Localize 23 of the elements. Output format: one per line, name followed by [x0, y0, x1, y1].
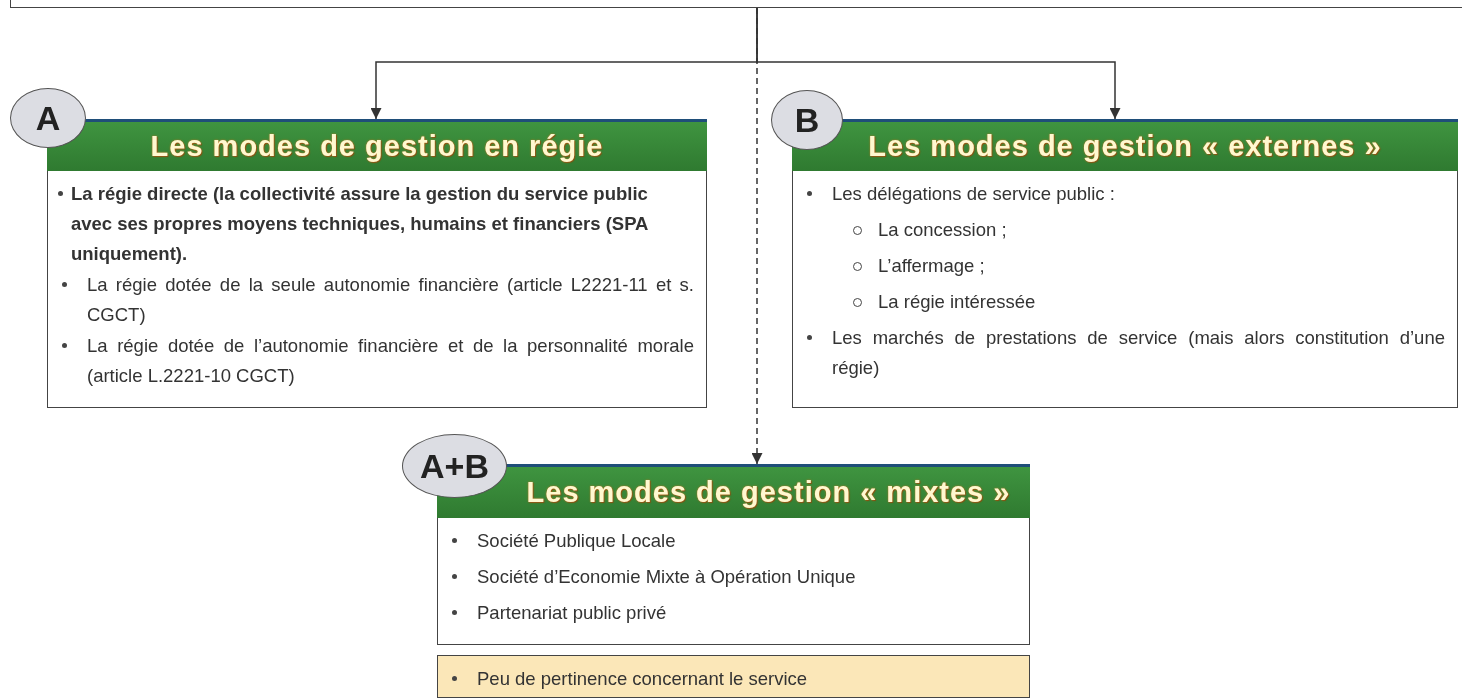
list-item-text: Société d’Economie Mixte à Opération Unique: [477, 565, 857, 589]
list-item-text: La concession ;: [878, 218, 1008, 242]
list-item-text: Les marchés de prestations de service (mais alors constitution d’une régie): [832, 326, 1445, 380]
badge-label: A: [35, 101, 61, 135]
note-box: [437, 655, 1030, 698]
content-box: [437, 517, 1030, 645]
list-item-text: Les délégations de service public :: [832, 182, 1116, 206]
content-box: [47, 170, 707, 408]
list-item-text: Partenariat public privé: [477, 601, 668, 625]
header-title: Les modes de gestion « mixtes »: [526, 476, 1011, 509]
header-title: Les modes de gestion en régie: [150, 130, 604, 163]
list-item-text: La régie intéressée: [878, 290, 1037, 314]
list-item-text: La régie directe (la collectivité assure la gestion du service public avec ses propres moyens techniques, humains et financiers (SPA uniquement).: [71, 182, 649, 266]
badge-label: A+B: [420, 449, 489, 483]
badge-label: B: [794, 103, 820, 137]
list-item-text: L’affermage ;: [878, 254, 986, 278]
list-item-text: La régie dotée de l’autonomie financière et de la personnalité morale (article L.2221-10 CGCT): [87, 334, 694, 388]
list-item-text: La régie dotée de la seule autonomie financière (article L2221-11 et s. CGCT): [87, 273, 694, 327]
content-box: [792, 170, 1458, 408]
header-title: Les modes de gestion « externes »: [868, 130, 1382, 163]
list-item-text: Peu de pertinence concernant le service: [477, 667, 809, 691]
connector-arrow: [751, 7, 763, 465]
list-item-text: Société Publique Locale: [477, 529, 677, 553]
